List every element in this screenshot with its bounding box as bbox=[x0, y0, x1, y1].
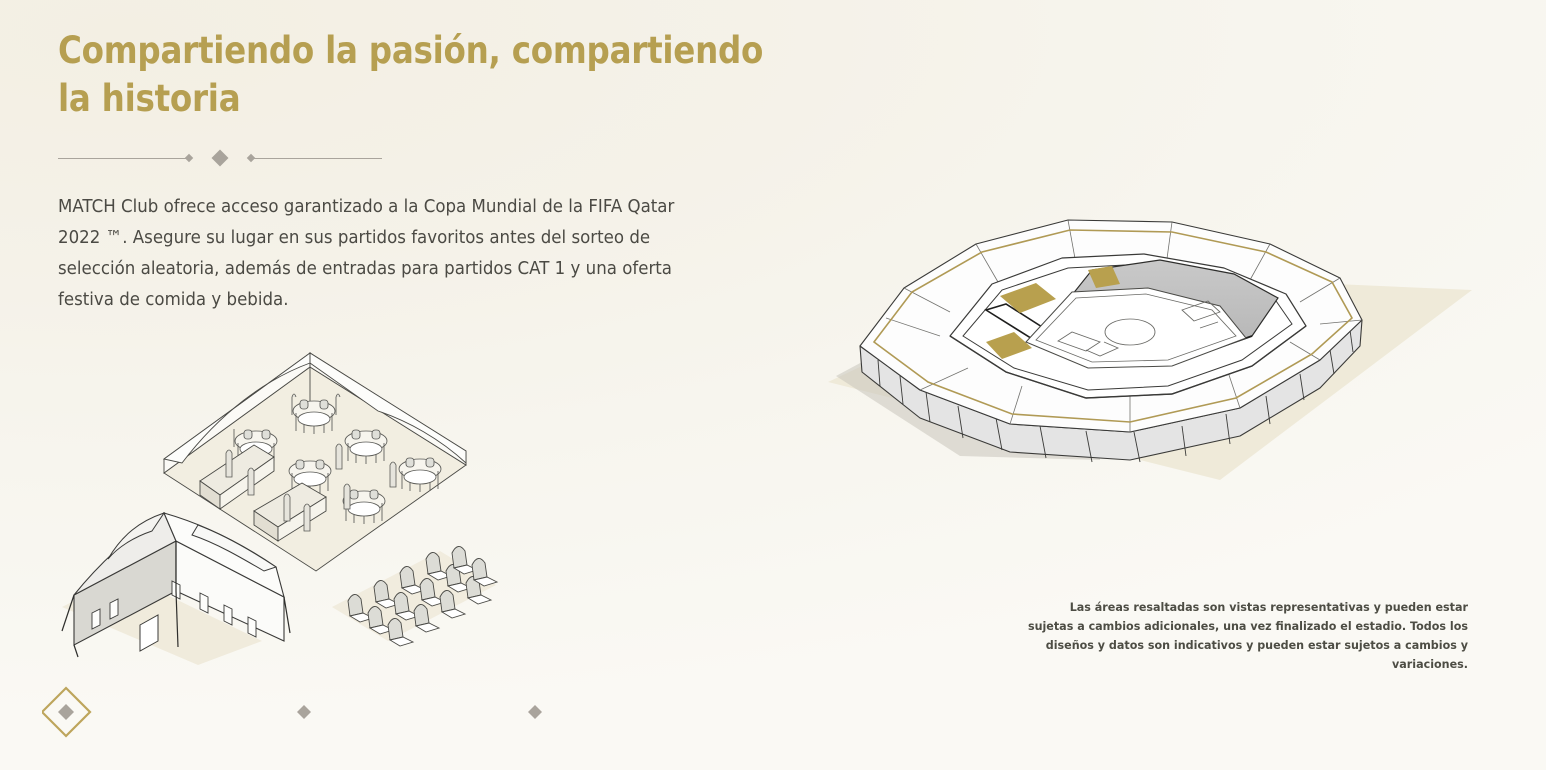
stadium-illustration bbox=[800, 160, 1500, 520]
banquet-guests bbox=[225, 443, 397, 532]
ornamental-divider bbox=[58, 148, 403, 168]
page-title: Compartiendo la pasión, compartiendo la … bbox=[58, 29, 764, 120]
pagination-dot-2[interactable] bbox=[297, 705, 311, 719]
stadium-svg bbox=[828, 219, 1472, 480]
hospitality-svg bbox=[61, 352, 499, 665]
seat-units bbox=[347, 546, 499, 647]
stadium-facade-seams bbox=[877, 329, 1354, 463]
divider-line-right bbox=[254, 157, 382, 159]
stadium-seats-group bbox=[332, 546, 499, 647]
disclaimer-text: Las áreas resaltadas son vistas represen… bbox=[1027, 600, 1468, 671]
stadium-gold-trace bbox=[872, 229, 1354, 423]
stadium-inner-lip bbox=[949, 325, 1307, 399]
stadium-highlight-block-lower bbox=[986, 332, 1032, 359]
pagination-control[interactable] bbox=[42, 686, 772, 738]
marquee-guy-ropes bbox=[61, 541, 291, 658]
divider-diamond-small-right bbox=[246, 153, 256, 163]
divider-diamond-center bbox=[211, 149, 229, 167]
stadium-highlight-block-right bbox=[1088, 266, 1120, 288]
divider-diamond-small-left bbox=[184, 153, 194, 163]
stadium-roof-panel-lines bbox=[885, 219, 1363, 432]
pitch-markings bbox=[1035, 293, 1237, 363]
stadium-inner-ring-2 bbox=[962, 263, 1293, 391]
marquee-door bbox=[139, 614, 159, 652]
body-paragraph: MATCH Club ofrece acceso garantizado a l… bbox=[58, 197, 675, 310]
pagination-dot-active[interactable] bbox=[42, 686, 92, 738]
marquee-tent bbox=[61, 512, 291, 665]
divider-line-left bbox=[58, 157, 186, 159]
pagination-dot-3[interactable] bbox=[528, 705, 542, 719]
stadium-pitch bbox=[1025, 287, 1247, 369]
banquet-canopy-right bbox=[309, 352, 467, 465]
pagination-svg[interactable] bbox=[42, 686, 772, 738]
marquee-peak-b bbox=[191, 524, 278, 572]
hospitality-illustration bbox=[48, 345, 518, 665]
stadium-highlight-block-upper bbox=[1000, 283, 1056, 313]
marquee-peak-a bbox=[107, 512, 166, 560]
banquet-interior bbox=[162, 352, 467, 572]
marquee-windows bbox=[91, 580, 257, 638]
